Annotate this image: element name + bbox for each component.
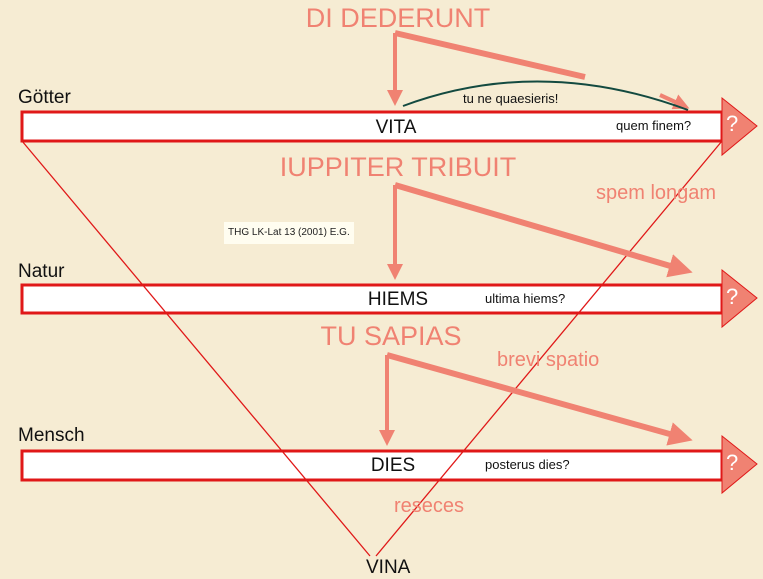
word-dies: DIES: [370, 455, 416, 476]
level-label-mensch: Mensch: [18, 425, 85, 446]
bar-hiems: [20, 283, 724, 315]
triangle-left-edge: [21, 140, 371, 557]
word-hiems: HIEMS: [367, 289, 429, 310]
level-label-natur: Natur: [18, 261, 65, 282]
label-spem-longam: spem longam: [596, 182, 717, 204]
question-mark-hiems: ?: [726, 284, 739, 309]
question-mark-vita: ?: [726, 111, 739, 136]
curve-tu-ne-quaesieris: [402, 80, 689, 111]
question-mark-dies: ?: [726, 450, 739, 475]
heading-di-dederunt: DI DEDERUNT: [305, 3, 491, 33]
triangle-right-edge: [375, 140, 723, 557]
label-reseces: reseces: [394, 495, 465, 517]
arrow-iuppiter-diag: [394, 182, 693, 278]
bar-vita: [20, 110, 724, 143]
credit-stamp: THG LK-Lat 13 (2001) E.G.: [224, 222, 354, 244]
curve-label: tu ne quaesieris!: [463, 91, 559, 106]
question-vita: quem finem?: [616, 118, 692, 133]
question-hiems: ultima hiems?: [485, 291, 566, 306]
heading-iuppiter-tribuit: IUPPITER TRIBUIT: [279, 152, 517, 182]
arrow-sapias-diag: [386, 352, 693, 446]
label-vina: VINA: [366, 557, 411, 578]
arrowhead-hiems: [721, 268, 758, 329]
heading-tu-sapias: TU SAPIAS: [320, 321, 462, 351]
arrowhead-vita: [721, 96, 758, 157]
arrow-dederunt-diag: [394, 30, 586, 80]
word-vita: VITA: [375, 117, 417, 138]
question-dies: posterus dies?: [485, 457, 570, 472]
arrowhead-dies: [721, 434, 758, 495]
label-brevi-spatio: brevi spatio: [497, 349, 600, 371]
bar-dies: [20, 449, 724, 482]
level-label-goetter: Götter: [18, 87, 71, 108]
arrow-dederunt-end: [659, 93, 690, 110]
